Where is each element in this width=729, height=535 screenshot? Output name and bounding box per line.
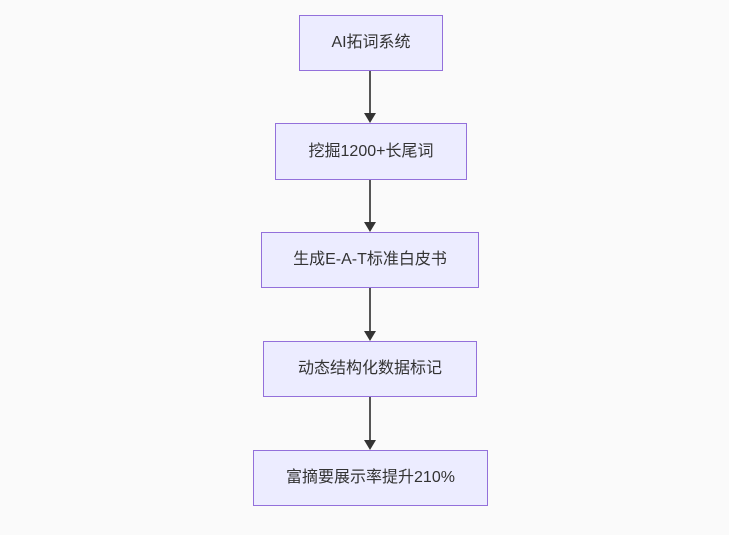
- flowchart-edge-1: [364, 71, 376, 123]
- flowchart-node-eat-whitepaper: 生成E-A-T标准白皮书: [261, 232, 479, 288]
- flowchart-edge-3: [364, 288, 376, 341]
- arrow-down-icon: [364, 222, 376, 232]
- edge-line: [369, 180, 371, 222]
- node-label: 富摘要展示率提升210%: [286, 469, 455, 487]
- node-label: 挖掘1200+长尾词: [308, 142, 434, 160]
- edge-line: [369, 288, 371, 331]
- flowchart-node-longtail-mining: 挖掘1200+长尾词: [275, 123, 467, 180]
- arrow-down-icon: [364, 440, 376, 450]
- arrow-down-icon: [364, 113, 376, 123]
- arrow-down-icon: [364, 331, 376, 341]
- flowchart-node-ai-word-expansion: AI拓词系统: [299, 15, 443, 71]
- edge-line: [369, 397, 371, 440]
- node-label: 动态结构化数据标记: [297, 360, 442, 378]
- flowchart-node-structured-data-markup: 动态结构化数据标记: [263, 341, 477, 397]
- flowchart-edge-2: [364, 180, 376, 232]
- edge-line: [369, 71, 371, 113]
- node-label: AI拓词系统: [331, 34, 411, 52]
- flowchart-node-rich-snippet-result: 富摘要展示率提升210%: [253, 450, 488, 506]
- node-label: 生成E-A-T标准白皮书: [293, 251, 447, 269]
- flowchart-edge-4: [364, 397, 376, 450]
